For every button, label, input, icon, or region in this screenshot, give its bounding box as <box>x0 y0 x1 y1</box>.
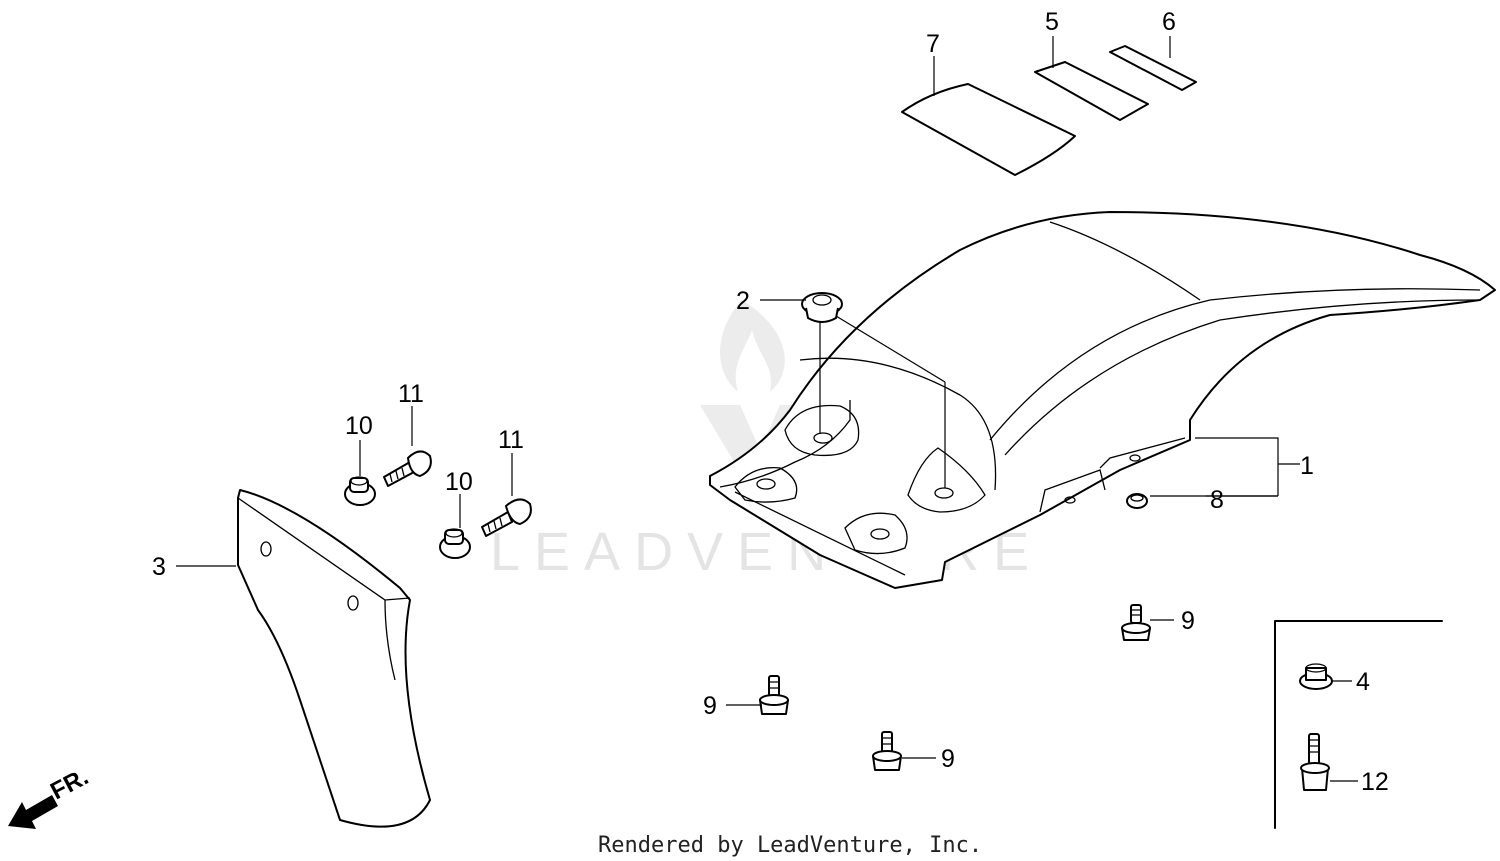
callout-11-lower: 11 <box>498 426 524 454</box>
callout-9-middle: 9 <box>941 745 955 773</box>
rendered-by-footer: Rendered by LeadVenture, Inc. <box>598 833 982 858</box>
part-9-bolt-right[interactable] <box>1121 604 1151 641</box>
leader-lines <box>176 36 1358 782</box>
part-8-nut[interactable] <box>1126 493 1148 509</box>
callout-4: 4 <box>1356 668 1370 696</box>
part-5-decal[interactable] <box>1034 61 1149 121</box>
part-10-collar-upper[interactable] <box>344 476 376 506</box>
inset-box <box>1274 620 1443 829</box>
callout-12: 12 <box>1361 768 1389 796</box>
part-2-grommet[interactable] <box>801 292 946 488</box>
part-6-decal[interactable] <box>1109 45 1197 91</box>
part-10-collar-lower[interactable] <box>439 528 471 559</box>
callout-2: 2 <box>736 287 750 315</box>
front-direction-arrow: FR. <box>8 763 93 829</box>
part-1-rear-fender[interactable] <box>709 211 1496 589</box>
callout-3: 3 <box>152 553 166 581</box>
part-9-bolt-left[interactable] <box>759 675 789 715</box>
callout-10-upper: 10 <box>345 412 373 440</box>
callout-5: 5 <box>1045 8 1059 36</box>
callout-8: 8 <box>1210 486 1224 514</box>
callout-1: 1 <box>1300 452 1314 480</box>
part-11-bolt-upper[interactable] <box>383 450 432 487</box>
part-7-decal[interactable] <box>901 83 1076 176</box>
part-3-mudflap[interactable] <box>237 489 431 828</box>
callout-6: 6 <box>1162 8 1176 36</box>
callout-10-lower: 10 <box>445 468 473 496</box>
callout-11-upper: 11 <box>398 380 424 408</box>
part-12-flange-bolt[interactable] <box>1300 733 1330 791</box>
part-11-bolt-lower[interactable] <box>481 498 532 537</box>
part-4-flange-nut[interactable] <box>1299 663 1333 690</box>
callout-7: 7 <box>926 30 940 58</box>
part-9-bolt-middle[interactable] <box>872 731 902 771</box>
callout-9-left: 9 <box>703 692 717 720</box>
callout-9-right: 9 <box>1181 607 1195 635</box>
